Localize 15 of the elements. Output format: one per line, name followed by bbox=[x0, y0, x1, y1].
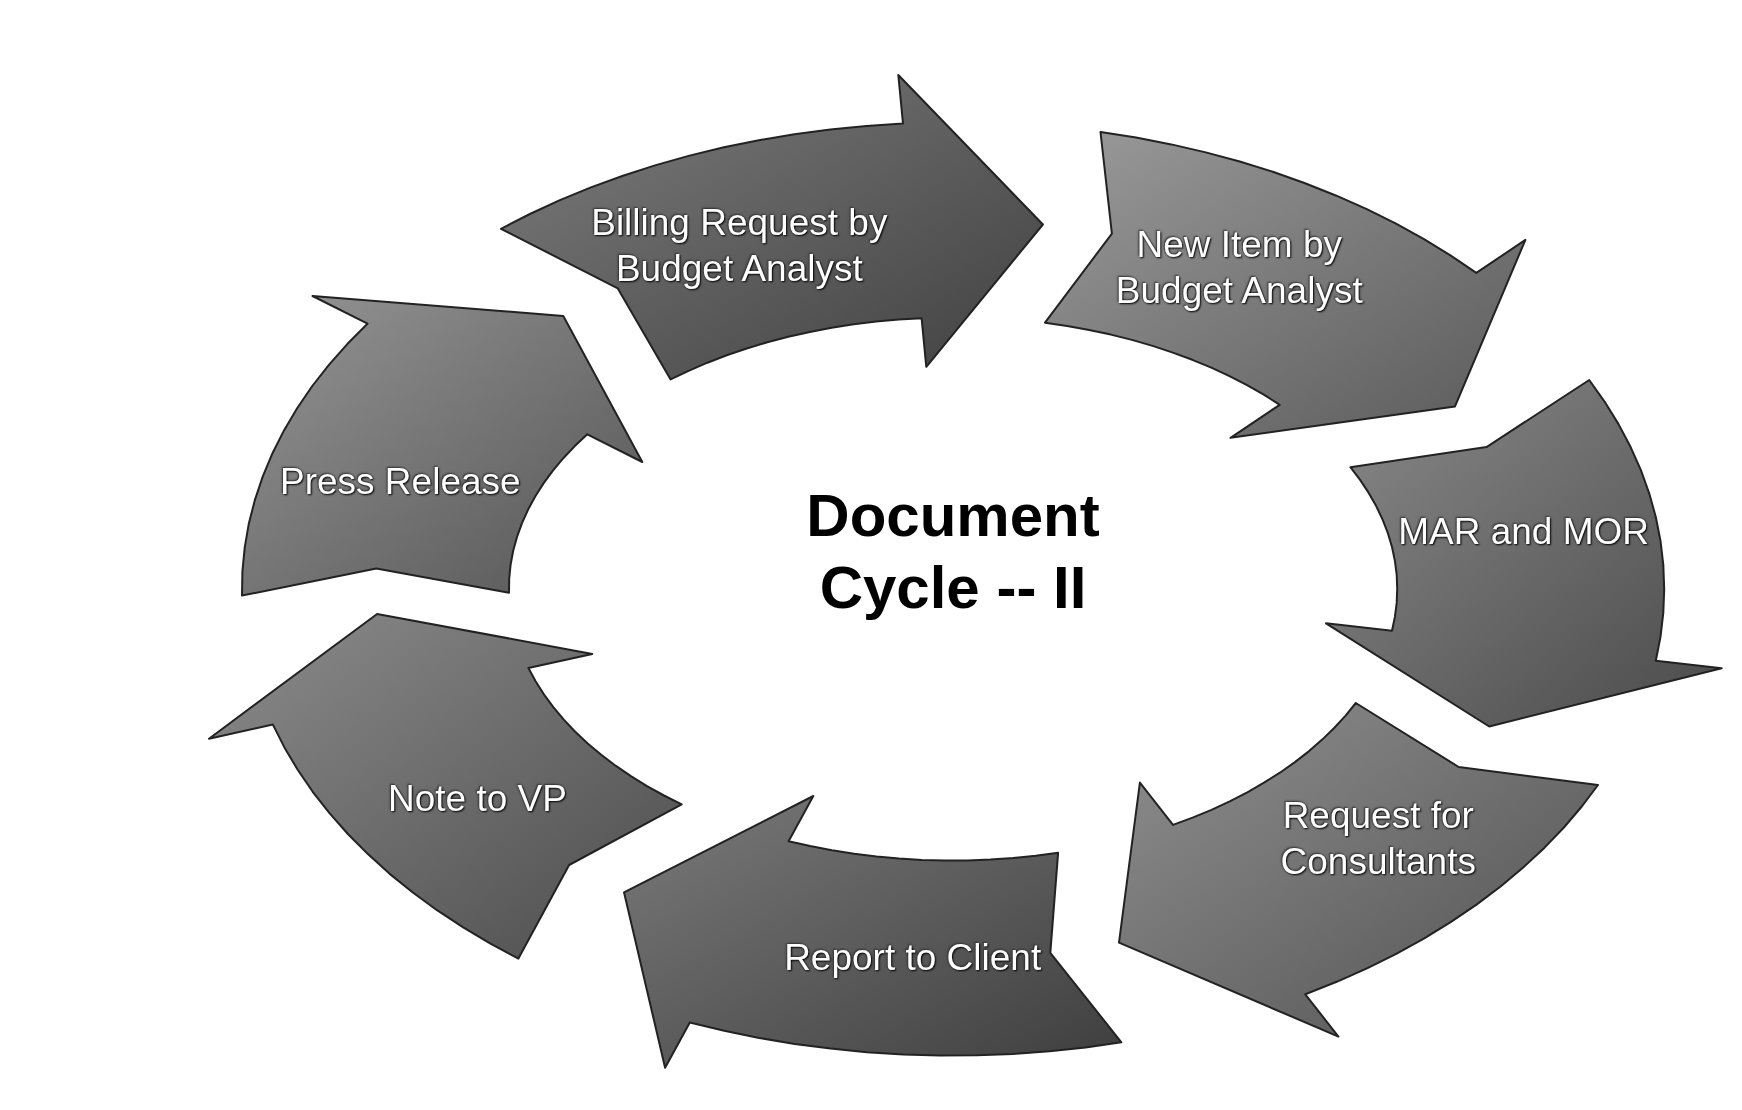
curved-arrow-segment bbox=[624, 796, 1122, 1069]
curved-arrow-segment bbox=[208, 613, 682, 959]
step-label: New Item by Budget Analyst bbox=[1114, 222, 1364, 314]
diagram-title: Document Cycle -- II bbox=[805, 481, 1101, 623]
curved-arrow-segment bbox=[1045, 132, 1526, 438]
curved-arrow-segment bbox=[1325, 380, 1722, 727]
step-label: Report to Client bbox=[783, 935, 1043, 980]
step-label: Request for Consultants bbox=[1279, 793, 1477, 884]
step-label: MAR and MOR bbox=[1397, 509, 1651, 554]
step-label: Press Release bbox=[279, 459, 522, 504]
step-label: Note to VP bbox=[387, 776, 568, 821]
curved-arrow-segment bbox=[242, 296, 643, 596]
step-label: Billing Request by Budget Analyst bbox=[590, 200, 889, 291]
curved-arrow-segment bbox=[1119, 703, 1599, 1037]
curved-arrow-segment bbox=[501, 74, 1044, 379]
